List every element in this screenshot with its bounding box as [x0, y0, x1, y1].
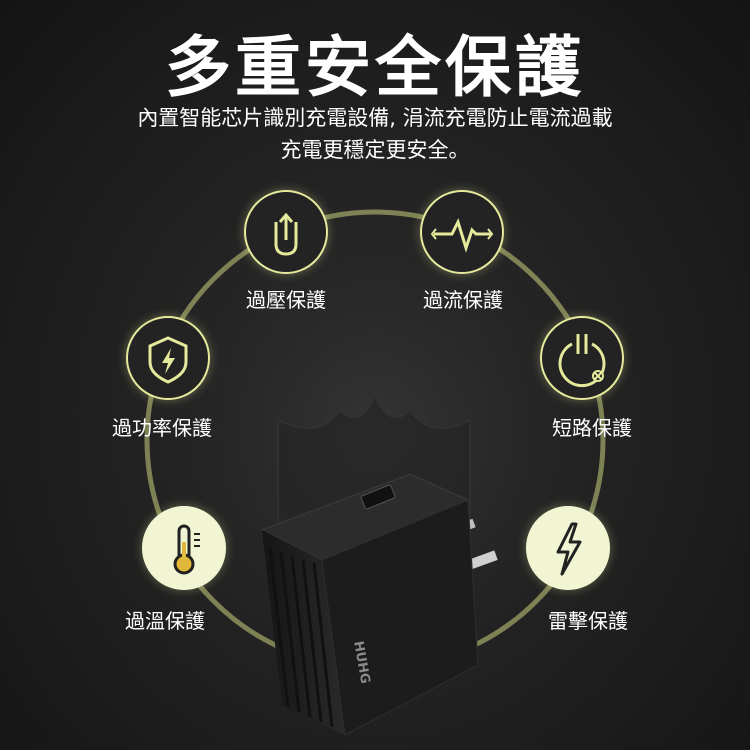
short-circuit-feature: [540, 316, 624, 400]
thermometer-icon: [173, 524, 200, 575]
feature-label-short-circuit: 短路保護: [552, 416, 632, 440]
shield-lightning-icon: [148, 336, 188, 384]
power-off-icon: [558, 334, 606, 388]
charger-image: [260, 473, 498, 736]
subtitle-line-2: 充電更穩定更安全。: [280, 138, 470, 162]
pulse-icon: [430, 217, 494, 253]
overpower-feature: [126, 316, 210, 400]
lightning-feature: [526, 506, 610, 590]
overheat-feature: [142, 506, 226, 590]
feature-label-overvoltage: 過壓保護: [246, 288, 326, 312]
overvoltage-icon: [274, 212, 298, 256]
subtitle-line-1: 內置智能芯片識別充電設備, 涓流充電防止電流過載: [137, 106, 613, 130]
feature-label-overpower: 過功率保護: [112, 416, 212, 440]
page-title: 多重安全保護: [165, 29, 585, 106]
overvoltage-feature: [244, 190, 328, 274]
feature-label-lightning: 雷擊保護: [548, 609, 628, 633]
lightning-icon: [556, 522, 582, 576]
feature-label-overcurrent: 過流保護: [423, 288, 503, 312]
overcurrent-feature: [420, 190, 504, 274]
feature-label-overheat: 過溫保護: [125, 609, 205, 633]
